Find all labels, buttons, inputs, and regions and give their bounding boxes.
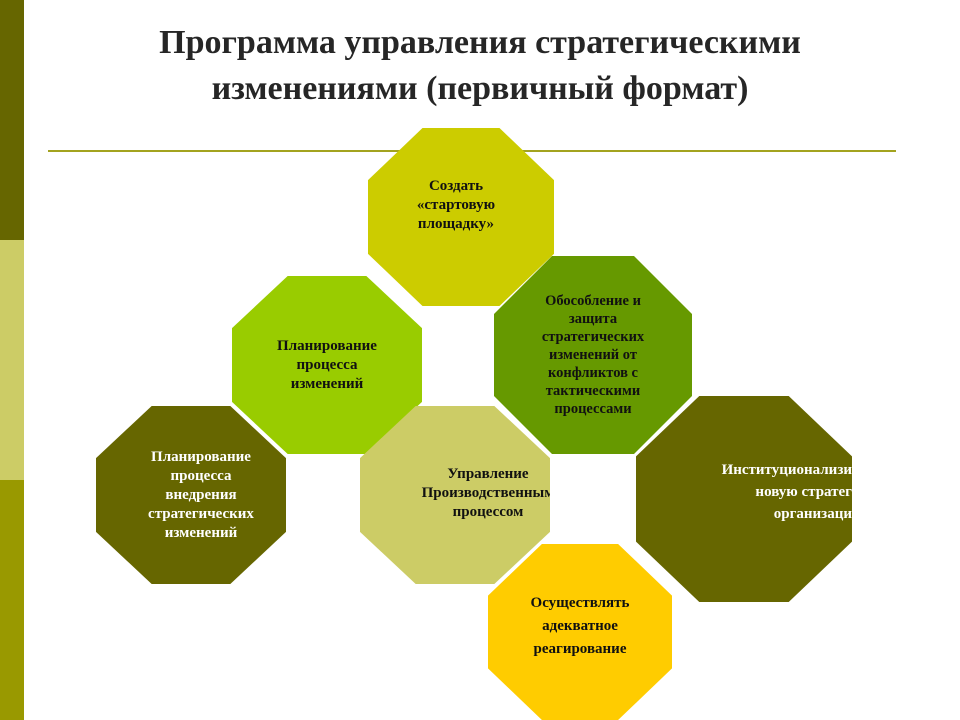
octagon-respond: Осуществлять адекватное реагирование <box>488 544 672 720</box>
octagon-planning-change-label: Планирование процесса изменений <box>277 337 377 392</box>
octagon-planning-change: Планирование процесса изменений <box>232 276 422 454</box>
sidebar-stripe-top <box>0 0 24 240</box>
octagon-isolation-label: Обособление и защита стратегических изме… <box>541 293 645 417</box>
octagon-start: Создать «стартовую площадку» <box>368 128 554 306</box>
sidebar-stripe-middle <box>0 240 24 480</box>
octagon-planning-implementation: Планирование процесса внедрения стратеги… <box>96 406 286 584</box>
octagon-planning-implementation-label: Планирование процесса внедрения стратеги… <box>148 448 254 541</box>
octagon-isolation: Обособление и защита стратегических изме… <box>494 256 692 454</box>
sidebar-stripe-bottom <box>0 480 24 720</box>
octagon-start-label: Создать «стартовую площадку» <box>416 177 496 232</box>
octagon-respond-label: Осуществлять адекватное реагирование <box>530 594 630 657</box>
octagon-production: Управление Производственным процессом <box>360 406 550 584</box>
octagon-institutionalize: Институционализи новую стратег организац… <box>636 396 852 602</box>
slide-title-line-2: изменениями (первичный формат) <box>211 70 749 107</box>
slide-title-line-1: Программа управления стратегическими <box>159 24 801 61</box>
slide-title: Программа управления стратегическими изм… <box>60 20 900 112</box>
octagon-institutionalize-label: Институционализи новую стратег организац… <box>721 462 852 522</box>
octagon-production-label: Управление Производственным процессом <box>421 465 555 520</box>
